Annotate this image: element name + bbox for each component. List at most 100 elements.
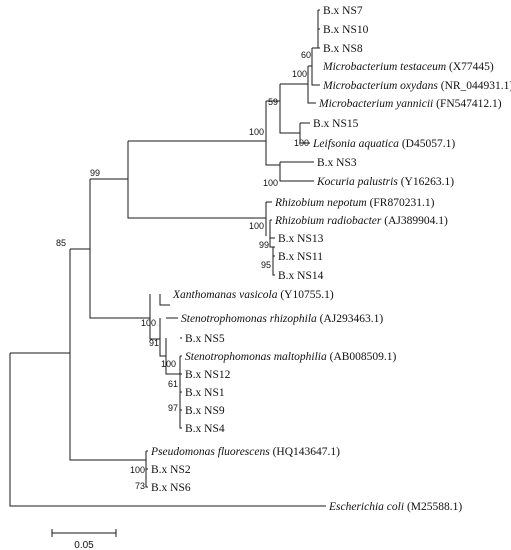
leaf-species-name: Escherichia coli bbox=[328, 501, 404, 513]
bootstrap-n61: 61 bbox=[168, 379, 178, 389]
leaf-ns5: B.x NS5 bbox=[185, 333, 225, 345]
leaf-species-name: Stenotrophomonas maltophilia bbox=[185, 351, 327, 363]
leaf-label-text: (FR870231.1) bbox=[367, 197, 435, 209]
leaf-label-text: (Y16263.1) bbox=[398, 176, 454, 188]
leaf-label-text: (NR_044931.1) bbox=[438, 80, 511, 92]
leaf-label-text: B.x NS7 bbox=[323, 5, 363, 17]
bootstrap-n100c: 100 bbox=[294, 138, 309, 148]
branch-n100d bbox=[265, 101, 280, 166]
bootstrap-n100b: 100 bbox=[263, 178, 278, 188]
bootstrap-n85: 85 bbox=[56, 238, 66, 248]
branch-n100b bbox=[279, 162, 314, 182]
bootstrap-n95: 95 bbox=[261, 260, 271, 270]
bootstrap-n99: 99 bbox=[90, 168, 100, 178]
leaf-species-name: Leifsonia aquatica bbox=[312, 138, 399, 150]
leaf-ns13: B.x NS13 bbox=[278, 233, 324, 245]
leaf-ns3: B.x NS3 bbox=[317, 157, 357, 169]
scale-bar-line bbox=[51, 529, 117, 537]
branch-n100f bbox=[149, 294, 160, 340]
leaf-label-text: (X77445) bbox=[446, 61, 494, 73]
leaf-label-text: (Y10755.1) bbox=[277, 289, 333, 301]
leaf-label-text: B.x NS8 bbox=[323, 43, 363, 55]
leaf-label-text: B.x NS2 bbox=[151, 464, 191, 476]
bootstrap-n100g: 100 bbox=[161, 359, 176, 369]
branch-xvas bbox=[159, 294, 170, 306]
bootstrap-n100d: 100 bbox=[249, 127, 264, 137]
leaf-rnep: Rhizobium nepotum (FR870231.1) bbox=[274, 197, 435, 209]
leaf-label-text: B.x NS13 bbox=[278, 233, 324, 245]
leaf-ns10: B.x NS10 bbox=[323, 24, 369, 36]
leaf-label-text: B.x NS12 bbox=[185, 369, 231, 381]
leaf-ns1: B.x NS1 bbox=[185, 387, 225, 399]
leaf-ns2: B.x NS2 bbox=[151, 464, 191, 476]
leaf-label-text: B.x NS11 bbox=[278, 251, 323, 263]
leaf-ns7: B.x NS7 bbox=[323, 5, 363, 17]
leaf-label-text: B.x NS1 bbox=[185, 387, 225, 399]
branch-n100e bbox=[127, 141, 266, 219]
leaf-label-text: B.x NS14 bbox=[278, 270, 324, 282]
leaf-ns14: B.x NS14 bbox=[278, 270, 324, 282]
leaf-label-text: (AB008509.1) bbox=[327, 351, 397, 363]
branch-n99 bbox=[89, 179, 150, 319]
leaf-labels: B.x NS7 B.x NS10 B.x NS8 Microbacterium … bbox=[150, 5, 511, 513]
branch-n95 bbox=[272, 247, 275, 276]
leaf-label-text: (AJ293463.1) bbox=[317, 313, 384, 325]
leaf-species-name: Microbacterium testaceum bbox=[322, 61, 446, 73]
leaf-species-name: Microbacterium yannicii bbox=[318, 98, 433, 110]
bootstrap-n91: 91 bbox=[149, 338, 159, 348]
leaf-label-text: B.x NS6 bbox=[151, 482, 191, 494]
leaf-ns11: B.x NS11 bbox=[278, 251, 323, 263]
leaf-species-name: Rhizobium nepotum bbox=[274, 197, 367, 209]
leaf-leif: Leifsonia aquatica (D45057.1) bbox=[312, 138, 455, 150]
leaf-label-text: B.x NS15 bbox=[313, 118, 359, 130]
leaf-mtest: Microbacterium testaceum (X77445) bbox=[322, 61, 494, 73]
leaf-koc: Kocuria palustris (Y16263.1) bbox=[316, 176, 454, 188]
tree-branches bbox=[9, 9, 326, 537]
bootstrap-n100h: 100 bbox=[130, 465, 145, 475]
leaf-species-name: Xanthomanas vasicola bbox=[172, 289, 278, 301]
leaf-label-text: (HQ143647.1) bbox=[270, 446, 340, 458]
leaf-species-name: Kocuria palustris bbox=[316, 176, 398, 188]
leaf-species-name: Rhizobium radiobacter bbox=[274, 215, 382, 227]
leaf-label-text: B.x NS9 bbox=[185, 405, 225, 417]
branch-n100h bbox=[145, 451, 148, 488]
leaf-ns12: B.x NS12 bbox=[185, 369, 231, 381]
leaf-smal: Stenotrophomonas maltophilia (AB008509.1… bbox=[185, 351, 397, 363]
leaf-ns9: B.x NS9 bbox=[185, 405, 225, 417]
bootstrap-n73: 73 bbox=[135, 481, 145, 491]
leaf-label-text: B.x NS3 bbox=[317, 157, 357, 169]
scale-bar-label: 0.05 bbox=[74, 540, 94, 550]
bootstrap-n100f: 100 bbox=[141, 318, 156, 328]
branch-n85 bbox=[69, 249, 146, 461]
leaf-ns4: B.x NS4 bbox=[185, 423, 225, 435]
leaf-label-text: B.x NS5 bbox=[185, 333, 225, 345]
branch-n97 bbox=[179, 374, 182, 429]
branch-n100g bbox=[165, 338, 180, 375]
leaf-species-name: Stenotrophomonas rhizophila bbox=[181, 313, 317, 325]
leaf-label-text: B.x NS10 bbox=[323, 24, 369, 36]
leaf-label-text: (D45057.1) bbox=[399, 138, 455, 150]
branch-n60 bbox=[311, 48, 320, 86]
leaf-species-name: Pseudomonas fluorescens bbox=[150, 446, 270, 458]
leaf-ns15: B.x NS15 bbox=[313, 118, 359, 130]
branch-root bbox=[9, 353, 326, 507]
bootstrap-n97: 97 bbox=[168, 403, 178, 413]
leaf-ecoli: Escherichia coli (M25588.1) bbox=[328, 501, 462, 513]
branch-n100c bbox=[299, 123, 310, 144]
leaf-ns8: B.x NS8 bbox=[323, 43, 363, 55]
leaf-pflu: Pseudomonas fluorescens (HQ143647.1) bbox=[150, 446, 340, 458]
bootstrap-n100a: 100 bbox=[292, 69, 307, 79]
bootstrap-values: 60 100 59 100 100 100 99 100 99 95 85 10… bbox=[56, 50, 311, 491]
leaf-moxy: Microbacterium oxydans (NR_044931.1) bbox=[322, 80, 511, 92]
leaf-xvas: Xanthomanas vasicola (Y10755.1) bbox=[172, 289, 334, 301]
branch-n100a bbox=[307, 66, 316, 104]
leaf-srhi: Stenotrophomonas rhizophila (AJ293463.1) bbox=[181, 313, 383, 325]
leaf-label-text: (FN547412.1) bbox=[433, 98, 502, 110]
leaf-label-text: (M25588.1) bbox=[404, 501, 462, 513]
leaf-ns6: B.x NS6 bbox=[151, 482, 191, 494]
leaf-label-text: B.x NS4 bbox=[185, 423, 225, 435]
branch-n59 bbox=[279, 84, 300, 134]
bootstrap-n60: 60 bbox=[301, 50, 311, 60]
leaf-myan: Microbacterium yannicii (FN547412.1) bbox=[318, 98, 502, 110]
